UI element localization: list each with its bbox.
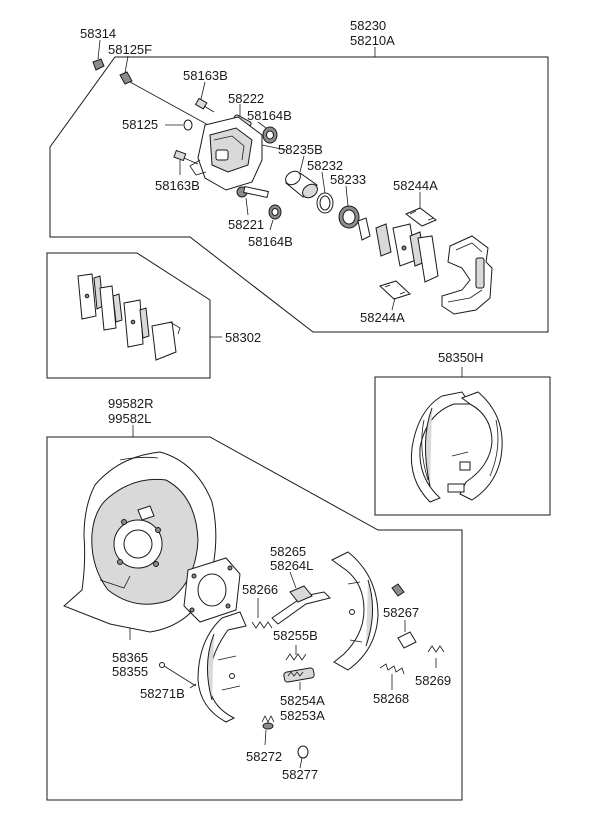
callout-58253A: 58253A [280,708,325,723]
dust-boot-icon [338,185,360,229]
callout-58277: 58277 [282,767,318,782]
adjuster-lever-icon [271,571,331,625]
callout-58163B-bottom: 58163B [155,178,200,193]
callout-58269: 58269 [415,673,451,688]
spring-icon [251,598,273,629]
caliper-group-frame [49,47,549,333]
callout-58244A-top: 58244A [393,178,438,193]
callout-58233: 58233 [330,172,366,187]
callout-58230: 58230 [350,18,386,33]
piston-seal-icon [316,171,334,214]
gasket-icon [183,557,241,623]
bleeder-cap-icon [92,39,105,71]
brake-pad-icon [357,217,439,283]
adjuster-screw-icon [283,667,315,690]
retainer-clip-icon [391,583,417,649]
washer-icon [165,119,193,131]
callout-58221: 58221 [228,217,264,232]
callout-58264L: 58264L [270,558,313,573]
caliper-bracket-icon [441,235,493,315]
brake-pad-kit-frame [46,252,222,379]
callout-58255B: 58255B [273,628,318,643]
callout-99582R: 99582R [108,396,154,411]
callout-58266: 58266 [242,582,278,597]
callout-58210A: 58210A [350,33,395,48]
clip-ring-icon [297,745,309,769]
guide-pin-bottom-icon [236,185,269,216]
parking-shoe-kit-frame [374,367,551,516]
guide-bolt-bottom-icon [173,149,199,175]
callout-58164B-top: 58164B [247,108,292,123]
caliper-body-icon [189,116,287,191]
hold-down-cup-icon [261,715,275,746]
pad-shim-top-icon [405,192,437,227]
callout-58355: 58355 [112,664,148,679]
callout-58244A-bottom: 58244A [360,310,405,325]
callout-58365: 58365 [112,650,148,665]
callout-58235B: 58235B [278,142,323,157]
pad-shim-bottom-icon [379,280,411,311]
parking-shoe-kit-icon [410,391,503,503]
adjuster-spring-icon [285,645,307,661]
bleeder-screw-icon [119,55,211,127]
guide-bolt-top-icon [194,81,215,113]
callout-58350H: 58350H [438,350,484,365]
callout-58267: 58267 [383,605,419,620]
callout-58272: 58272 [246,749,282,764]
boot-bottom-icon [268,204,282,231]
callout-58164B-bottom: 58164B [248,234,293,249]
caliper-assembly-icon [92,39,493,315]
parking-brake-shoe-icon [197,611,247,723]
callout-58254A: 58254A [280,693,325,708]
callout-58314: 58314 [80,26,116,41]
hold-down-pin-icon [159,662,197,689]
parking-brake-group-frame [46,425,463,801]
callout-58222: 58222 [228,91,264,106]
brake-pad-kit-icon [77,273,181,361]
callout-58268: 58268 [373,691,409,706]
callout-58271B: 58271B [140,686,185,701]
backing-plate-icon [63,451,217,640]
parking-brake-shoe-right-icon [331,551,379,671]
callout-58302: 58302 [225,330,261,345]
hold-down-spring-icon [427,645,445,668]
callout-58125: 58125 [122,117,158,132]
callout-58163B-top: 58163B [183,68,228,83]
callout-58125F: 58125F [108,42,152,57]
piston-icon [285,155,318,199]
callout-58232: 58232 [307,158,343,173]
return-spring-icon [379,663,405,690]
callout-99582L: 99582L [108,411,151,426]
boot-top-icon [257,121,278,144]
callout-58265: 58265 [270,544,306,559]
